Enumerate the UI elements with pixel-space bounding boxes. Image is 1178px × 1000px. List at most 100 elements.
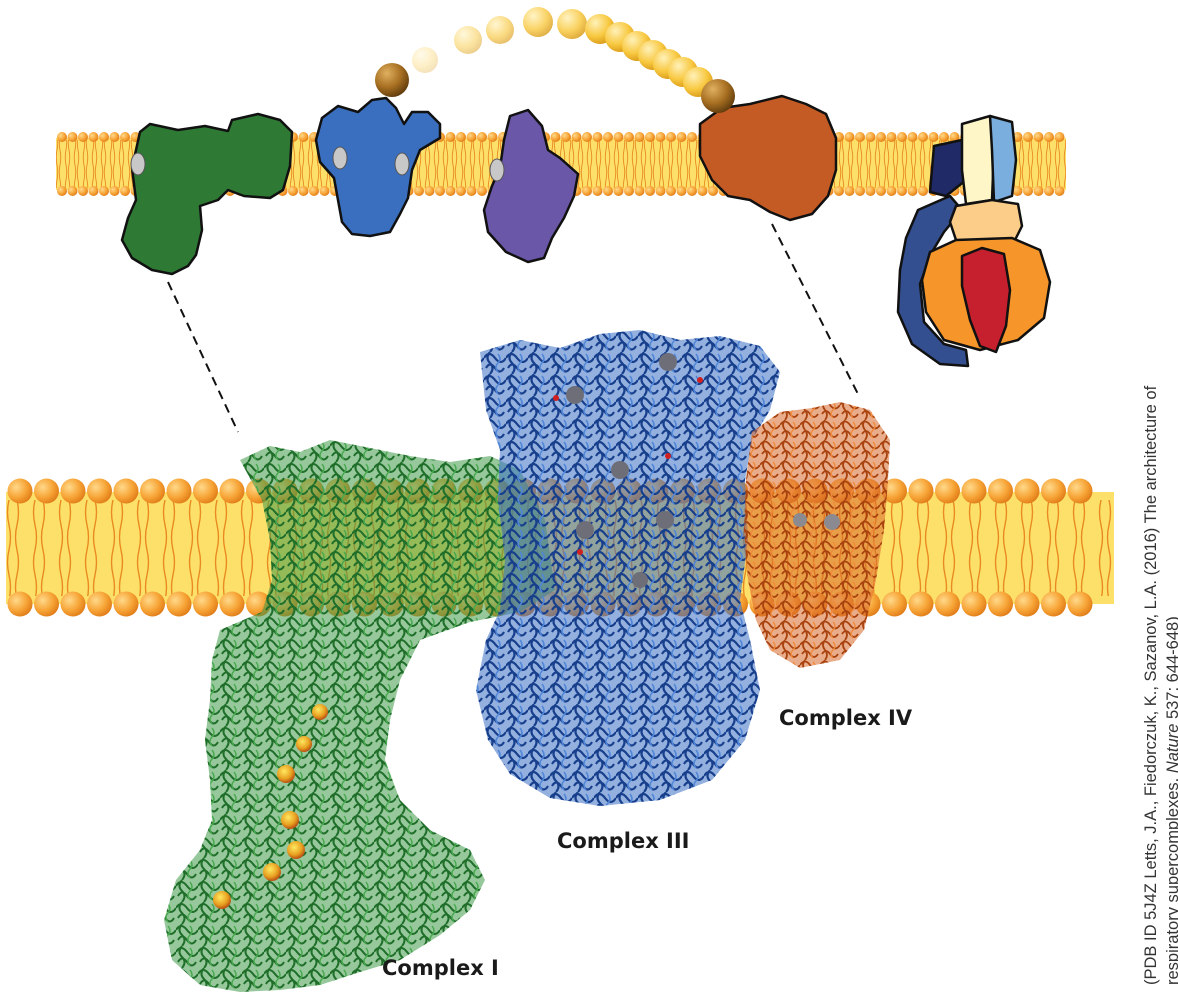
lipid-head bbox=[666, 132, 676, 142]
lipid-head bbox=[582, 186, 592, 196]
lipid-head bbox=[309, 186, 319, 196]
lipid-head bbox=[1067, 591, 1093, 617]
lipid-head bbox=[908, 591, 934, 617]
lipid-head bbox=[634, 186, 645, 196]
credit-line-2-prefix: respiratory supercomplexes. bbox=[1164, 777, 1178, 985]
lipid-head bbox=[882, 478, 907, 504]
lipid-head bbox=[603, 132, 613, 142]
complex-1-label: Complex I bbox=[382, 956, 499, 980]
lipid-head bbox=[988, 591, 1013, 617]
lipid-head bbox=[219, 591, 245, 617]
lipid-head bbox=[676, 186, 687, 196]
lipid-head bbox=[466, 132, 477, 142]
lipid-head bbox=[1041, 591, 1066, 617]
lipid-head bbox=[193, 591, 218, 617]
lipid-head bbox=[1044, 186, 1054, 196]
complex-3-structure bbox=[476, 330, 780, 806]
lipid-head bbox=[988, 478, 1013, 504]
lipid-head bbox=[487, 132, 498, 142]
lipid-head bbox=[298, 132, 309, 142]
lipid-head bbox=[445, 132, 456, 142]
lipid-head bbox=[166, 591, 192, 617]
lipid-head bbox=[1054, 186, 1065, 196]
lipid-head bbox=[666, 186, 676, 196]
lipid-head bbox=[109, 186, 120, 196]
lipid-head bbox=[1033, 186, 1044, 196]
lipid-head bbox=[865, 186, 876, 196]
lipid-head bbox=[834, 186, 844, 196]
complex-3-label: Complex III bbox=[557, 829, 690, 853]
purple-complex-schematic bbox=[482, 108, 580, 264]
lipid-head bbox=[865, 132, 876, 142]
connector-line-right bbox=[771, 223, 861, 399]
lipid-head bbox=[550, 132, 561, 142]
lipid-head bbox=[57, 186, 67, 196]
lipid-head bbox=[34, 591, 59, 617]
lipid-head bbox=[886, 132, 897, 142]
cytochrome-c-arc bbox=[412, 7, 713, 97]
lipid-head bbox=[120, 186, 130, 196]
complex-1-schematic bbox=[120, 112, 294, 276]
lipid-head bbox=[855, 186, 865, 196]
lipid-head bbox=[907, 132, 918, 142]
lipid-head bbox=[193, 478, 218, 504]
lipid-head bbox=[109, 132, 120, 142]
lipid-head bbox=[456, 132, 466, 142]
lipid-head bbox=[855, 132, 865, 142]
lipid-head bbox=[466, 186, 477, 196]
lipid-head bbox=[613, 186, 624, 196]
heme-groups bbox=[553, 353, 703, 588]
credit-line-2: respiratory supercomplexes. Nature 537: … bbox=[1162, 386, 1178, 985]
lipid-head bbox=[844, 186, 855, 196]
lipid-head bbox=[477, 186, 487, 196]
lipid-head bbox=[571, 132, 582, 142]
lipid-head bbox=[935, 591, 960, 617]
lipid-head bbox=[561, 132, 571, 142]
lipid-head bbox=[1023, 186, 1033, 196]
credit-journal: Nature bbox=[1164, 723, 1178, 774]
lipid-head bbox=[592, 186, 603, 196]
complex-1-structure bbox=[164, 440, 555, 992]
lipid-head bbox=[1014, 478, 1040, 504]
lipid-head bbox=[7, 591, 33, 617]
lipid-head bbox=[687, 186, 697, 196]
lipid-head bbox=[897, 132, 907, 142]
lipid-head bbox=[1023, 132, 1033, 142]
credit-line-2-suffix: 537: 644-648) bbox=[1164, 616, 1178, 720]
lipid-head bbox=[57, 132, 67, 142]
lipid-head bbox=[634, 132, 645, 142]
lipid-head bbox=[319, 186, 330, 196]
lipid-head bbox=[918, 132, 928, 142]
lipid-head bbox=[624, 132, 634, 142]
lipid-head bbox=[78, 186, 88, 196]
complex-3-schematic bbox=[314, 96, 442, 238]
lipid-head bbox=[414, 186, 424, 196]
lipid-head bbox=[477, 132, 487, 142]
lipid-head bbox=[928, 132, 939, 142]
heme-ball bbox=[701, 79, 735, 113]
lipid-head bbox=[60, 478, 86, 504]
lipid-head bbox=[645, 186, 655, 196]
lipid-head bbox=[961, 478, 987, 504]
complex-4-schematic bbox=[698, 94, 838, 222]
complex-4-structure bbox=[744, 402, 890, 668]
lipid-head bbox=[456, 186, 466, 196]
lipid-head bbox=[1014, 591, 1040, 617]
ubiquinone-ball bbox=[375, 63, 409, 97]
lipid-head bbox=[918, 186, 928, 196]
lipid-head bbox=[88, 186, 99, 196]
credit-line-1: (PDB ID 5J4Z Letts, J.A., Fiedorczuk, K.… bbox=[1142, 385, 1160, 985]
lipid-head bbox=[935, 478, 960, 504]
lipid-head bbox=[1044, 132, 1054, 142]
lipid-head bbox=[87, 478, 112, 504]
lipid-head bbox=[298, 186, 309, 196]
lipid-head bbox=[87, 591, 112, 617]
lipid-head bbox=[67, 132, 78, 142]
lipid-head bbox=[624, 186, 634, 196]
lipid-head bbox=[7, 478, 33, 504]
lipid-head bbox=[844, 132, 855, 142]
lipid-head bbox=[603, 186, 613, 196]
lipid-head bbox=[613, 132, 624, 142]
lipid-head bbox=[113, 591, 139, 617]
